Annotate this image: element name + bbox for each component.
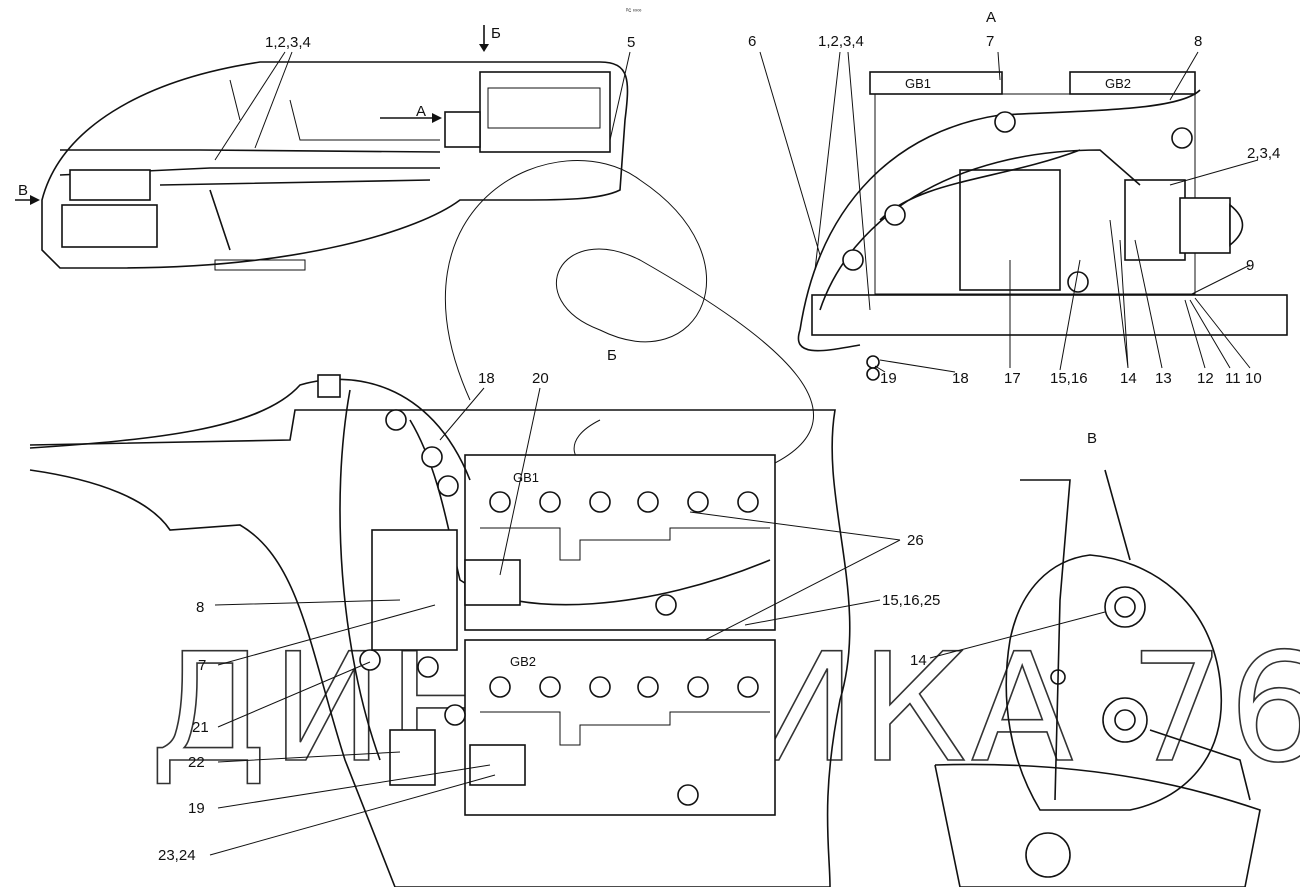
label-5: 5 <box>627 34 635 51</box>
label-11: 11 <box>1225 370 1241 387</box>
label-18: 18 <box>952 370 969 387</box>
label-1-2-3-4: 1,2,3,4 <box>818 33 864 50</box>
label-21: 21 <box>192 719 209 736</box>
battery-gb2-label: GB2 <box>510 654 536 669</box>
label-arrow-v: B <box>18 182 28 199</box>
watermark-swirl <box>445 160 814 490</box>
label-19: 19 <box>188 800 205 817</box>
label-20: 20 <box>532 370 549 387</box>
view-a-title: A <box>986 9 996 26</box>
battery-gb1-label: GB1 <box>905 76 931 91</box>
label-8: 8 <box>1194 33 1202 50</box>
label-8: 8 <box>196 599 204 616</box>
label-2-3-4: 2,3,4 <box>1247 145 1280 162</box>
label-7: 7 <box>986 33 994 50</box>
view-v: В 14 <box>910 430 1261 887</box>
label-13: 13 <box>1155 370 1172 387</box>
label-7: 7 <box>198 657 206 674</box>
view-a: GB1 GB2 A 7 6 1,2,3,4 8 2,3,4 9 19 18 17… <box>748 9 1288 387</box>
label-26: 26 <box>907 532 924 549</box>
label-15-16-25: 15,16,25 <box>882 592 940 609</box>
label-10: 10 <box>1245 370 1262 387</box>
label-arrow-b: Б <box>491 25 501 42</box>
label-22: 22 <box>188 754 205 771</box>
battery-gb2-label: GB2 <box>1105 76 1131 91</box>
label-14: 14 <box>1120 370 1137 387</box>
view-b: Б GB1 GB2 18 20 26 8 15,16,25 7 21 22 19… <box>29 347 940 887</box>
label-23-24: 23,24 <box>158 847 196 864</box>
header-mark: ᵖc ∞∞ <box>626 8 642 14</box>
label-14: 14 <box>910 652 927 669</box>
label-9: 9 <box>1246 257 1254 274</box>
label-6: 6 <box>748 33 756 50</box>
battery-terminals <box>489 491 759 698</box>
label-1-2-3-4: 1,2,3,4 <box>265 34 311 51</box>
label-15-16: 15,16 <box>1050 370 1088 387</box>
label-view-a: A <box>416 103 426 120</box>
label-19: 19 <box>880 370 897 387</box>
view-v-title: В <box>1087 430 1097 447</box>
label-12: 12 <box>1197 370 1214 387</box>
label-18: 18 <box>478 370 495 387</box>
battery-gb1-label: GB1 <box>513 470 539 485</box>
label-17: 17 <box>1004 370 1021 387</box>
view-b-title: Б <box>607 347 617 364</box>
main-view: 1,2,3,4 Б 5 A B <box>15 25 635 271</box>
